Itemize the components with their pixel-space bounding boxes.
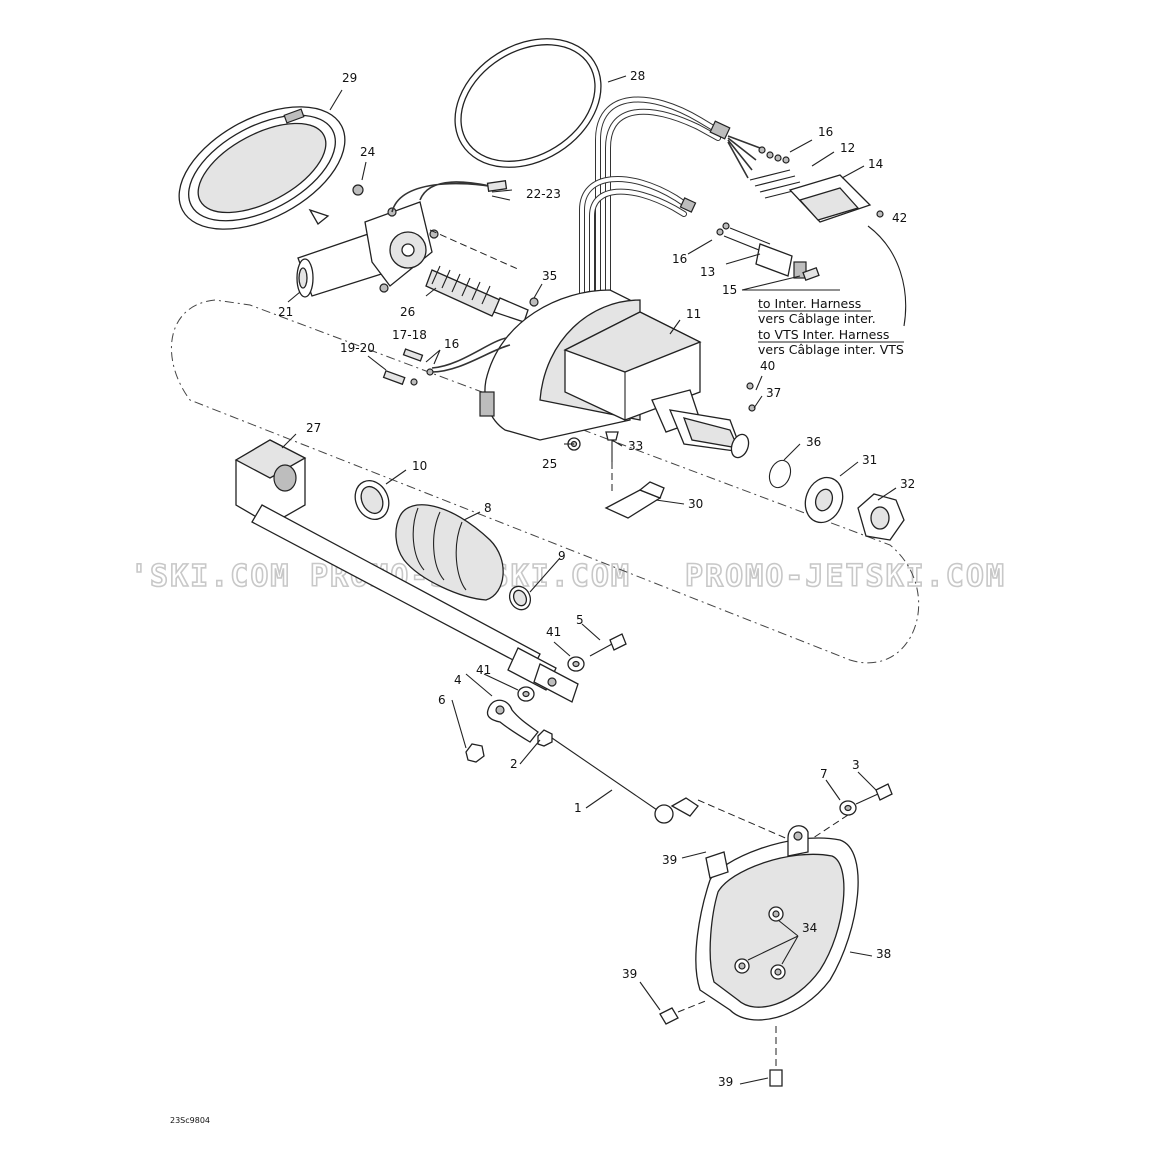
label-32: 32 [900, 477, 915, 491]
label-30: 30 [688, 497, 703, 511]
label-40: 40 [760, 359, 775, 373]
label-8: 8 [484, 501, 492, 515]
label-36: 36 [806, 435, 821, 449]
lower-connector [716, 222, 820, 281]
nozzle-hardware [768, 459, 905, 541]
small-harness [382, 337, 511, 386]
label-31: 31 [862, 453, 877, 467]
label-29: 29 [342, 71, 357, 85]
label-39b: 39 [622, 967, 637, 981]
label-16c: 16 [444, 337, 459, 351]
mount-bolt [809, 783, 893, 841]
label-14: 14 [868, 157, 883, 171]
label-22-23: 22-23 [526, 187, 561, 201]
label-38: 38 [876, 947, 891, 961]
worm-screw [425, 229, 539, 323]
label-7: 7 [820, 767, 828, 781]
label-37: 37 [766, 386, 781, 400]
label-41a: 41 [546, 625, 561, 639]
label-12: 12 [840, 141, 855, 155]
label-19-20: 19-20 [340, 341, 375, 355]
label-41b: 41 [476, 663, 491, 677]
trim-rod [234, 439, 579, 703]
bracket-hardware [567, 431, 665, 519]
label-1: 1 [574, 801, 582, 815]
label-24: 24 [360, 145, 375, 159]
watermark-right: PROMO-JETSKI.COM [685, 559, 1006, 594]
note-inter-harness-fr: vers Câblage inter. [758, 311, 876, 326]
seal-ring [454, 38, 602, 168]
label-25: 25 [542, 457, 557, 471]
protective-boot [354, 480, 532, 611]
label-26: 26 [400, 305, 415, 319]
upper-connector [749, 146, 884, 223]
watermark: 'SKI.COM PROMO-JETSKI.COM PROMO-JETSKI.C… [129, 558, 1006, 595]
label-13: 13 [700, 265, 715, 279]
main-harness [579, 96, 761, 333]
label-9: 9 [558, 549, 566, 563]
gauge-display [178, 106, 346, 230]
label-21: 21 [278, 305, 293, 319]
linkage-hardware [465, 633, 791, 841]
label-16a: 16 [818, 125, 833, 139]
harness-notes: to Inter. Harness vers Câblage inter. to… [758, 296, 904, 357]
label-15: 15 [722, 283, 737, 297]
watermark-left: 'SKI.COM [130, 559, 291, 594]
label-28: 28 [630, 69, 645, 83]
assembly-outline [170, 299, 920, 664]
label-27: 27 [306, 421, 321, 435]
label-35: 35 [542, 269, 557, 283]
label-34: 34 [802, 921, 817, 935]
label-16b: 16 [672, 252, 687, 266]
label-10: 10 [412, 459, 427, 473]
label-2: 2 [510, 757, 518, 771]
label-4: 4 [454, 673, 462, 687]
label-39a: 39 [662, 853, 677, 867]
note-inter-harness-en: to Inter. Harness [758, 296, 861, 311]
drawing-code: 23Sc9804 [170, 1116, 210, 1125]
note-vts-harness-fr: vers Câblage inter. VTS [758, 342, 904, 357]
note-vts-harness-en: to VTS Inter. Harness [758, 327, 889, 342]
label-6: 6 [438, 693, 446, 707]
label-42: 42 [892, 211, 907, 225]
part-labels: 29 28 24 22-23 16 12 14 42 16 13 15 35 2… [278, 69, 915, 1089]
steering-ring [659, 825, 859, 1087]
actuator-housing [479, 289, 756, 459]
leader-lines [281, 75, 907, 1085]
label-3: 3 [852, 758, 860, 772]
label-11: 11 [686, 307, 701, 321]
trim-motor [296, 180, 508, 298]
label-39c: 39 [718, 1075, 733, 1089]
label-17-18: 17-18 [392, 328, 427, 342]
label-33: 33 [628, 439, 643, 453]
label-5: 5 [576, 613, 584, 627]
